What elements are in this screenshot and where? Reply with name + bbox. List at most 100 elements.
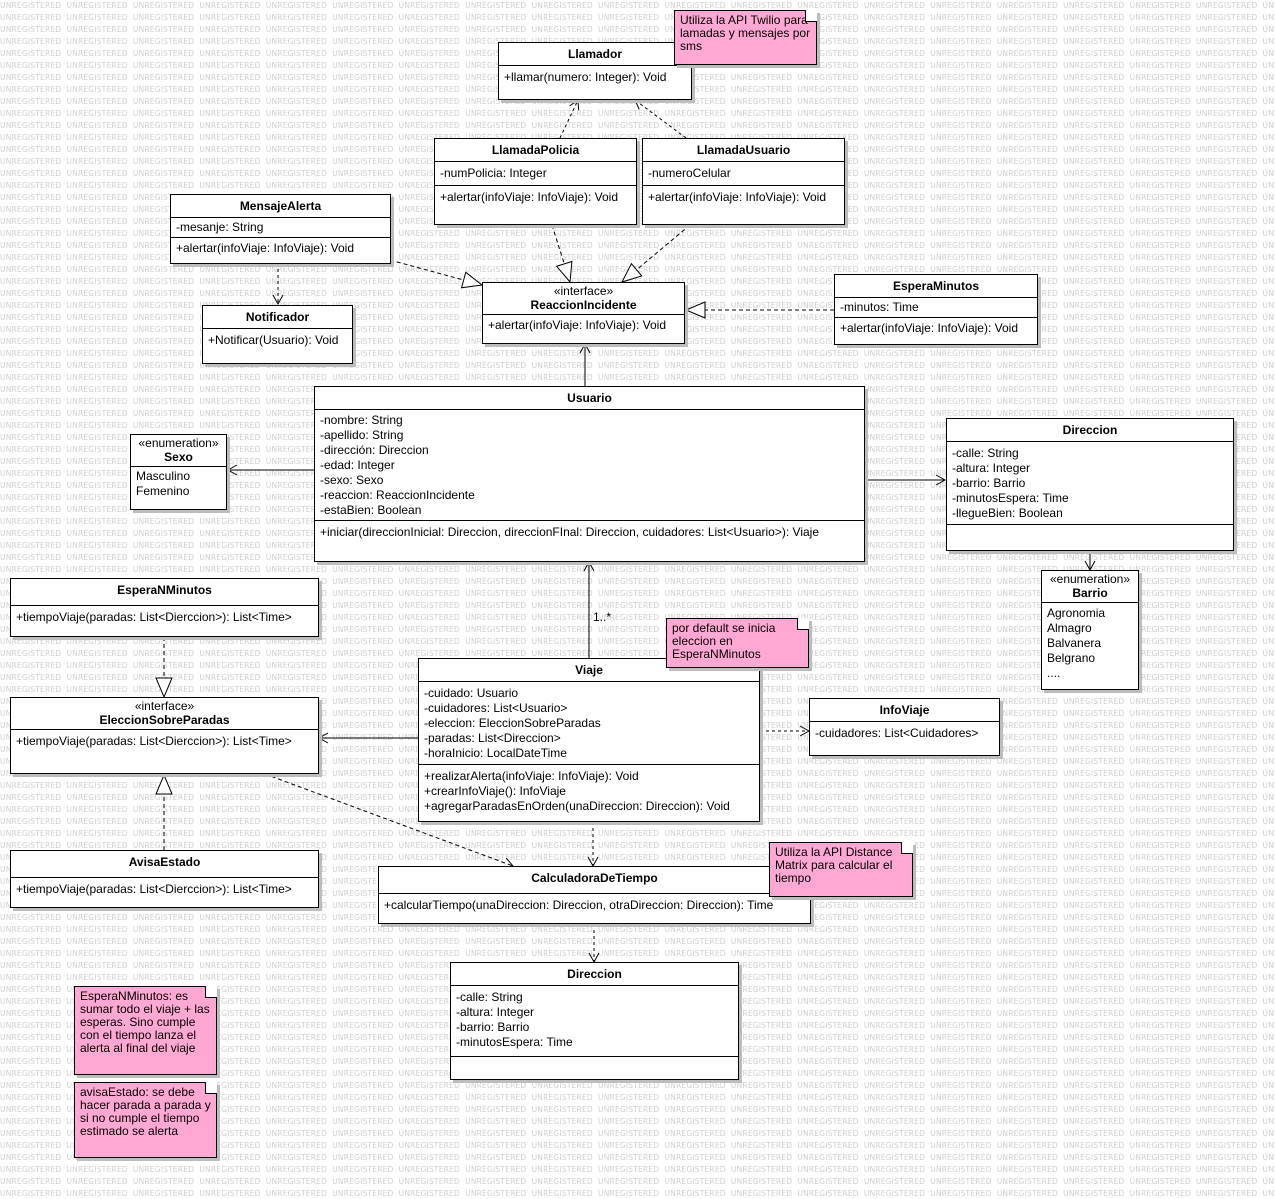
method: +tiempoViaje(paradas: List<Dierccion>): … bbox=[16, 882, 292, 896]
class-esperanminutos[interactable]: EsperaNMinutos +tiempoViaje(paradas: Lis… bbox=[10, 578, 319, 637]
note-distance-matrix[interactable]: Utiliza la API Distance Matrix para calc… bbox=[769, 842, 913, 897]
edge-llamadapolicia-reaccion bbox=[551, 224, 573, 284]
class-reaccionincidente[interactable]: «interface»ReaccionIncidente +alertar(in… bbox=[482, 282, 685, 344]
attribute: -cuidadores: List<Usuario> bbox=[424, 701, 568, 715]
class-usuario[interactable]: Usuario -nombre: String -apellido: Strin… bbox=[314, 386, 865, 562]
class-llamadausuario[interactable]: LlamadaUsuario -numeroCelular +alertar(i… bbox=[642, 138, 845, 225]
attribute: -minutosEspera: Time bbox=[456, 1035, 573, 1049]
method: +tiempoViaje(paradas: List<Dierccion>): … bbox=[16, 610, 292, 624]
method: +realizarAlerta(infoViaje: InfoViaje): V… bbox=[424, 769, 639, 783]
class-avisaestado[interactable]: AvisaEstado +tiempoViaje(paradas: List<D… bbox=[10, 850, 319, 908]
class-name: Llamador bbox=[567, 47, 622, 61]
class-name: LlamadaPolicia bbox=[491, 143, 580, 157]
enum-value: Balvanera bbox=[1047, 636, 1102, 650]
class-notificador[interactable]: Notificador +Notificar(Usuario): Void bbox=[202, 305, 353, 364]
class-name: EleccionSobreParadas bbox=[99, 713, 230, 727]
stereotype: «enumeration» bbox=[138, 436, 219, 450]
note-twilio[interactable]: Utiliza la API Twilio para lamadas y men… bbox=[674, 10, 817, 65]
note-text: por default se inicia eleccion en Espera… bbox=[672, 621, 776, 661]
edge-mensajealerta-reaccion bbox=[389, 259, 484, 289]
class-name: Notificador bbox=[245, 310, 310, 324]
class-esperaminutos[interactable]: EsperaMinutos -minutos: Time +alertar(in… bbox=[834, 274, 1038, 345]
note-text: EsperaNMinutos: es sumar todo el viaje +… bbox=[80, 989, 210, 1055]
class-name: ReaccionIncidente bbox=[530, 298, 637, 312]
class-direccion-bottom[interactable]: Direccion -calle: String -altura: Intege… bbox=[450, 962, 739, 1080]
method: +llamar(numero: Integer): Void bbox=[504, 70, 667, 84]
enum-value: Femenino bbox=[136, 484, 190, 498]
attribute: -calle: String bbox=[952, 446, 1019, 460]
attribute: -apellido: String bbox=[320, 428, 404, 442]
attribute: -altura: Integer bbox=[456, 1005, 535, 1019]
edge-llamadausuario-reaccion bbox=[621, 224, 691, 283]
method: +calcularTiempo(unaDireccion: Direccion,… bbox=[384, 898, 774, 912]
note-fold-icon bbox=[805, 10, 817, 22]
edge-llamadapolicia-llamador bbox=[559, 99, 580, 139]
stereotype: «interface» bbox=[134, 699, 195, 713]
class-calculadoradetiempo[interactable]: CalculadoraDeTiempo +calcularTiempo(unaD… bbox=[378, 866, 811, 924]
attribute: -barrio: Barrio bbox=[456, 1020, 530, 1034]
class-name: LlamadaUsuario bbox=[696, 143, 791, 157]
class-eleccionsobreparadas[interactable]: «interface»EleccionSobreParadas +tiempoV… bbox=[10, 697, 319, 774]
note-fold-icon bbox=[797, 618, 809, 630]
attribute: -llegueBien: Boolean bbox=[952, 506, 1063, 520]
attribute: -reaccion: ReaccionIncidente bbox=[320, 488, 475, 502]
attribute: -estaBien: Boolean bbox=[320, 503, 422, 517]
method: +alertar(infoViaje: InfoViaje): Void bbox=[840, 321, 1019, 335]
attribute: -horaInicio: LocalDateTime bbox=[424, 746, 567, 760]
attribute: -sexo: Sexo bbox=[320, 473, 384, 487]
edge-eleccion-calculadora bbox=[264, 773, 514, 869]
class-name: Usuario bbox=[567, 391, 612, 405]
method: +alertar(infoViaje: InfoViaje): Void bbox=[176, 241, 355, 255]
attribute: -minutosEspera: Time bbox=[952, 491, 1069, 505]
class-name: Direccion bbox=[567, 967, 622, 981]
attribute: -dirección: Direccion bbox=[320, 443, 429, 457]
note-esperanminutos[interactable]: EsperaNMinutos: es sumar todo el viaje +… bbox=[74, 986, 217, 1075]
edge-llamadausuario-llamador bbox=[634, 99, 687, 139]
attribute: -calle: String bbox=[456, 990, 523, 1004]
enum-sexo[interactable]: «enumeration»Sexo Masculino Femenino bbox=[130, 434, 227, 510]
note-default-eleccion[interactable]: por default se inicia eleccion en Espera… bbox=[666, 618, 809, 668]
class-direccion-top[interactable]: Direccion -calle: String -altura: Intege… bbox=[946, 418, 1234, 551]
method: +agregarParadasEnOrden(unaDireccion: Dir… bbox=[424, 799, 730, 813]
attribute: -numPolicia: Integer bbox=[440, 166, 547, 180]
enum-value: Agronomia bbox=[1047, 606, 1106, 620]
method: +iniciar(direccionInicial: Direccion, di… bbox=[320, 525, 819, 539]
method: +alertar(infoViaje: InfoViaje): Void bbox=[440, 190, 619, 204]
class-infoviaje[interactable]: InfoViaje -cuidadores: List<Cuidadores> bbox=[809, 698, 1000, 756]
class-mensajealerta[interactable]: MensajeAlerta -mesanje: String +alertar(… bbox=[170, 194, 391, 264]
class-name: EsperaNMinutos bbox=[117, 583, 212, 597]
attribute: -eleccion: EleccionSobreParadas bbox=[424, 716, 601, 730]
enum-value: Masculino bbox=[136, 469, 191, 483]
class-name: AvisaEstado bbox=[128, 855, 201, 869]
method: +alertar(infoViaje: InfoViaje): Void bbox=[648, 190, 827, 204]
attribute: -edad: Integer bbox=[320, 458, 395, 472]
class-llamador[interactable]: Llamador +llamar(numero: Integer): Void bbox=[498, 42, 692, 100]
attribute: -cuidadores: List<Cuidadores> bbox=[815, 726, 979, 740]
multiplicity-label: 1..* bbox=[593, 610, 612, 624]
note-text: avisaEstado: se debe hacer parada a para… bbox=[80, 1085, 211, 1138]
note-avisaestado[interactable]: avisaEstado: se debe hacer parada a para… bbox=[74, 1082, 217, 1158]
attribute: -barrio: Barrio bbox=[952, 476, 1026, 490]
note-text: Utiliza la API Distance Matrix para calc… bbox=[775, 845, 893, 885]
attribute: -paradas: List<Direccion> bbox=[424, 731, 561, 745]
enum-value: Almagro bbox=[1047, 621, 1092, 635]
attribute: -minutos: Time bbox=[840, 300, 919, 314]
enum-barrio[interactable]: «enumeration»Barrio Agronomia Almagro Ba… bbox=[1041, 570, 1139, 690]
method: +Notificar(Usuario): Void bbox=[208, 333, 339, 347]
class-name: CalculadoraDeTiempo bbox=[531, 871, 658, 885]
class-name: Sexo bbox=[164, 450, 193, 464]
enum-value: .... bbox=[1047, 666, 1061, 680]
class-viaje[interactable]: Viaje -cuidado: Usuario -cuidadores: Lis… bbox=[418, 658, 760, 822]
class-name: EsperaMinutos bbox=[892, 279, 979, 293]
note-fold-icon bbox=[205, 986, 217, 998]
attribute: -cuidado: Usuario bbox=[424, 686, 519, 700]
stereotype: «enumeration» bbox=[1049, 572, 1131, 586]
class-name: Direccion bbox=[1062, 423, 1118, 437]
class-llamadapolicia[interactable]: LlamadaPolicia -numPolicia: Integer +ale… bbox=[434, 138, 637, 225]
attribute: -nombre: String bbox=[320, 413, 403, 427]
stereotype: «interface» bbox=[553, 284, 614, 298]
method: +tiempoViaje(paradas: List<Dierccion>): … bbox=[16, 734, 292, 748]
note-fold-icon bbox=[901, 842, 913, 854]
class-name: MensajeAlerta bbox=[239, 199, 322, 213]
